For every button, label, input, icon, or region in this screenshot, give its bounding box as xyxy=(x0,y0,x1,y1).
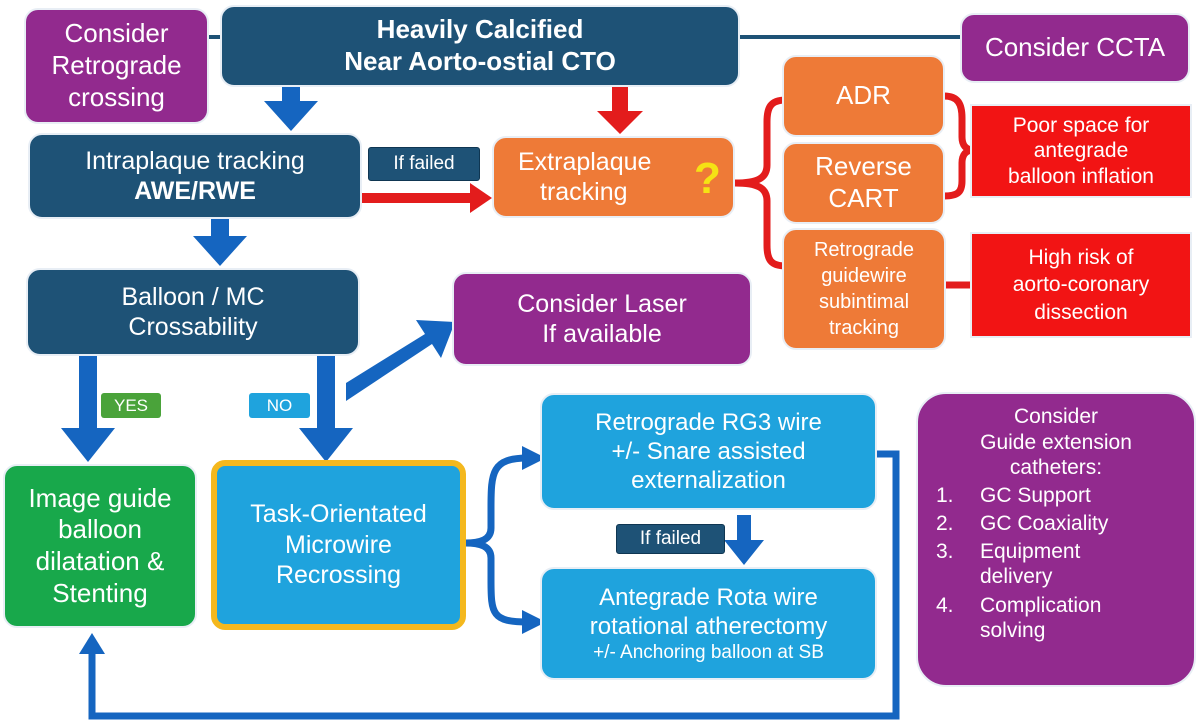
high-risk-line3: dissection xyxy=(1034,300,1128,324)
arrow-to-laser xyxy=(346,320,455,401)
node-balloon-mc: Balloon / MC Crossability xyxy=(26,268,360,356)
image-guide-line1: Image guide xyxy=(28,482,172,513)
node-image-guide: Image guide balloon dilatation & Stentin… xyxy=(3,464,197,628)
poor-space-line3: balloon inflation xyxy=(1008,164,1154,188)
node-reverse-cart: Reverse CART xyxy=(782,142,945,224)
retrograde-crossing-line3: crossing xyxy=(68,81,165,112)
bracket-to-poor-space xyxy=(943,92,974,200)
bracket-arrowhead-rota xyxy=(522,610,546,634)
node-rg3-wire: Retrograde RG3 wire +/- Snare assisted e… xyxy=(540,393,877,510)
node-heavily-calcified-line1: Heavily Calcified xyxy=(376,14,584,45)
tag-if-failed-rg3: If failed xyxy=(616,524,725,554)
arrow-rg3-to-rota xyxy=(724,515,764,565)
guide-extension-line1: Consider xyxy=(1013,405,1099,428)
rg3-line1: Retrograde RG3 wire xyxy=(595,408,822,436)
bracket-arrowhead-rg3 xyxy=(522,446,546,470)
intraplaque-line1: Intraplaque tracking xyxy=(85,146,305,175)
rota-line1: Antegrade Rota wire xyxy=(599,583,818,611)
node-consider-retrograde-crossing: Consider Retrograde crossing xyxy=(24,8,209,124)
rg3-line2: +/- Snare assisted xyxy=(611,437,806,465)
item-text: solving xyxy=(980,618,1046,642)
guide-extension-item: 2. GC Coaxiality xyxy=(936,511,1194,536)
item-text: delivery xyxy=(980,565,1053,589)
item-text: Complication xyxy=(980,593,1102,617)
extraplaque-line2: tracking xyxy=(540,178,628,206)
tag-no: NO xyxy=(249,393,310,418)
rota-line2: rotational atherectomy xyxy=(589,612,828,640)
item-text-block: Equipment delivery xyxy=(980,539,1080,589)
subintimal-line3: subintimal xyxy=(818,291,910,313)
rota-line3: +/- Anchoring balloon at SB xyxy=(593,642,824,664)
intraplaque-line2: AWE/RWE xyxy=(134,177,256,205)
retrograde-crossing-line2: Retrograde xyxy=(51,50,182,81)
guide-extension-item: 4. Complication solving xyxy=(936,593,1194,643)
bracket-extraplaque-options xyxy=(734,96,787,270)
item-text: GC Coaxiality xyxy=(980,512,1109,536)
arrow-intraplaque-to-extraplaque xyxy=(362,183,492,213)
node-guide-extension: Consider Guide extension catheters: 1. G… xyxy=(916,392,1196,687)
question-mark-icon: ? xyxy=(694,154,721,203)
poor-space-line2: antegrade xyxy=(1033,139,1129,163)
guide-extension-item: 3. Equipment delivery xyxy=(936,539,1194,589)
arrow-balloon-yes xyxy=(61,356,115,462)
node-intraplaque-tracking: Intraplaque tracking AWE/RWE xyxy=(28,133,362,219)
arrow-balloon-no xyxy=(299,356,353,462)
bracket-task-to-options xyxy=(464,454,529,626)
task-oriented-line2: Microwire xyxy=(285,530,392,559)
tag-yes: YES xyxy=(101,393,161,418)
arrow-intraplaque-to-balloon xyxy=(193,218,247,266)
rg3-line3: externalization xyxy=(631,467,786,495)
image-guide-line4: Stenting xyxy=(52,577,148,608)
item-number: 1. xyxy=(936,483,954,507)
arrow-top-to-extraplaque xyxy=(597,85,643,134)
item-text: GC Support xyxy=(980,483,1091,507)
node-consider-ccta: Consider CCTA xyxy=(960,13,1190,83)
node-retrograde-subintimal: Retrograde guidewire subintimal tracking xyxy=(782,228,946,350)
guide-extension-item: 1. GC Support xyxy=(936,483,1194,508)
high-risk-line1: High risk of xyxy=(1028,246,1134,270)
subintimal-line4: tracking xyxy=(828,317,900,339)
reverse-cart-line2: CART xyxy=(828,183,899,213)
node-task-oriented: Task-Orientated Microwire Recrossing xyxy=(211,460,466,630)
laser-line2: If available xyxy=(542,320,662,348)
poor-space-line1: Poor space for xyxy=(1012,113,1150,137)
node-high-risk: High risk of aorto-coronary dissection xyxy=(970,232,1192,338)
item-number: 3. xyxy=(936,540,954,564)
subintimal-line1: Retrograde xyxy=(813,239,915,261)
return-arrowhead xyxy=(79,633,105,654)
extraplaque-line1: Extraplaque xyxy=(518,147,652,176)
retrograde-crossing-line1: Consider xyxy=(64,18,169,49)
arrow-top-to-intraplaque xyxy=(264,85,318,131)
laser-line1: Consider Laser xyxy=(517,289,687,318)
return-path xyxy=(88,450,900,720)
node-poor-space: Poor space for antegrade balloon inflati… xyxy=(970,104,1192,198)
item-number: 2. xyxy=(936,512,954,536)
task-oriented-line1: Task-Orientated xyxy=(250,500,427,529)
image-guide-line2: balloon xyxy=(58,514,142,545)
image-guide-line3: dilatation & xyxy=(35,546,165,576)
item-number: 4. xyxy=(936,593,954,617)
reverse-cart-line1: Reverse xyxy=(815,151,912,182)
node-rota-wire: Antegrade Rota wire rotational atherecto… xyxy=(540,567,877,680)
node-adr: ADR xyxy=(782,55,945,137)
subintimal-line2: guidewire xyxy=(821,265,907,287)
balloon-mc-line2: Crossability xyxy=(128,313,258,341)
high-risk-line2: aorto-coronary xyxy=(1012,273,1150,297)
adr-label: ADR xyxy=(836,80,891,111)
node-heavily-calcified-line2: Near Aorto-ostial CTO xyxy=(344,46,616,76)
guide-extension-line2: Guide extension xyxy=(980,430,1132,454)
task-oriented-line3: Recrossing xyxy=(275,561,402,590)
node-extraplaque-tracking: Extraplaque tracking ? xyxy=(492,136,735,218)
balloon-mc-line1: Balloon / MC xyxy=(121,282,265,311)
guide-extension-line3: catheters: xyxy=(1009,456,1103,480)
guide-extension-list: 1. GC Support 2. GC Coaxiality 3. Equipm… xyxy=(918,483,1194,646)
tag-if-failed-intraplaque: If failed xyxy=(368,147,480,181)
node-consider-laser: Consider Laser If available xyxy=(452,272,752,366)
item-text: Equipment xyxy=(980,540,1081,564)
ccta-label: Consider CCTA xyxy=(984,32,1166,63)
node-heavily-calcified: Heavily Calcified Near Aorto-ostial CTO xyxy=(220,5,740,87)
item-text-block: Complication solving xyxy=(980,593,1101,643)
